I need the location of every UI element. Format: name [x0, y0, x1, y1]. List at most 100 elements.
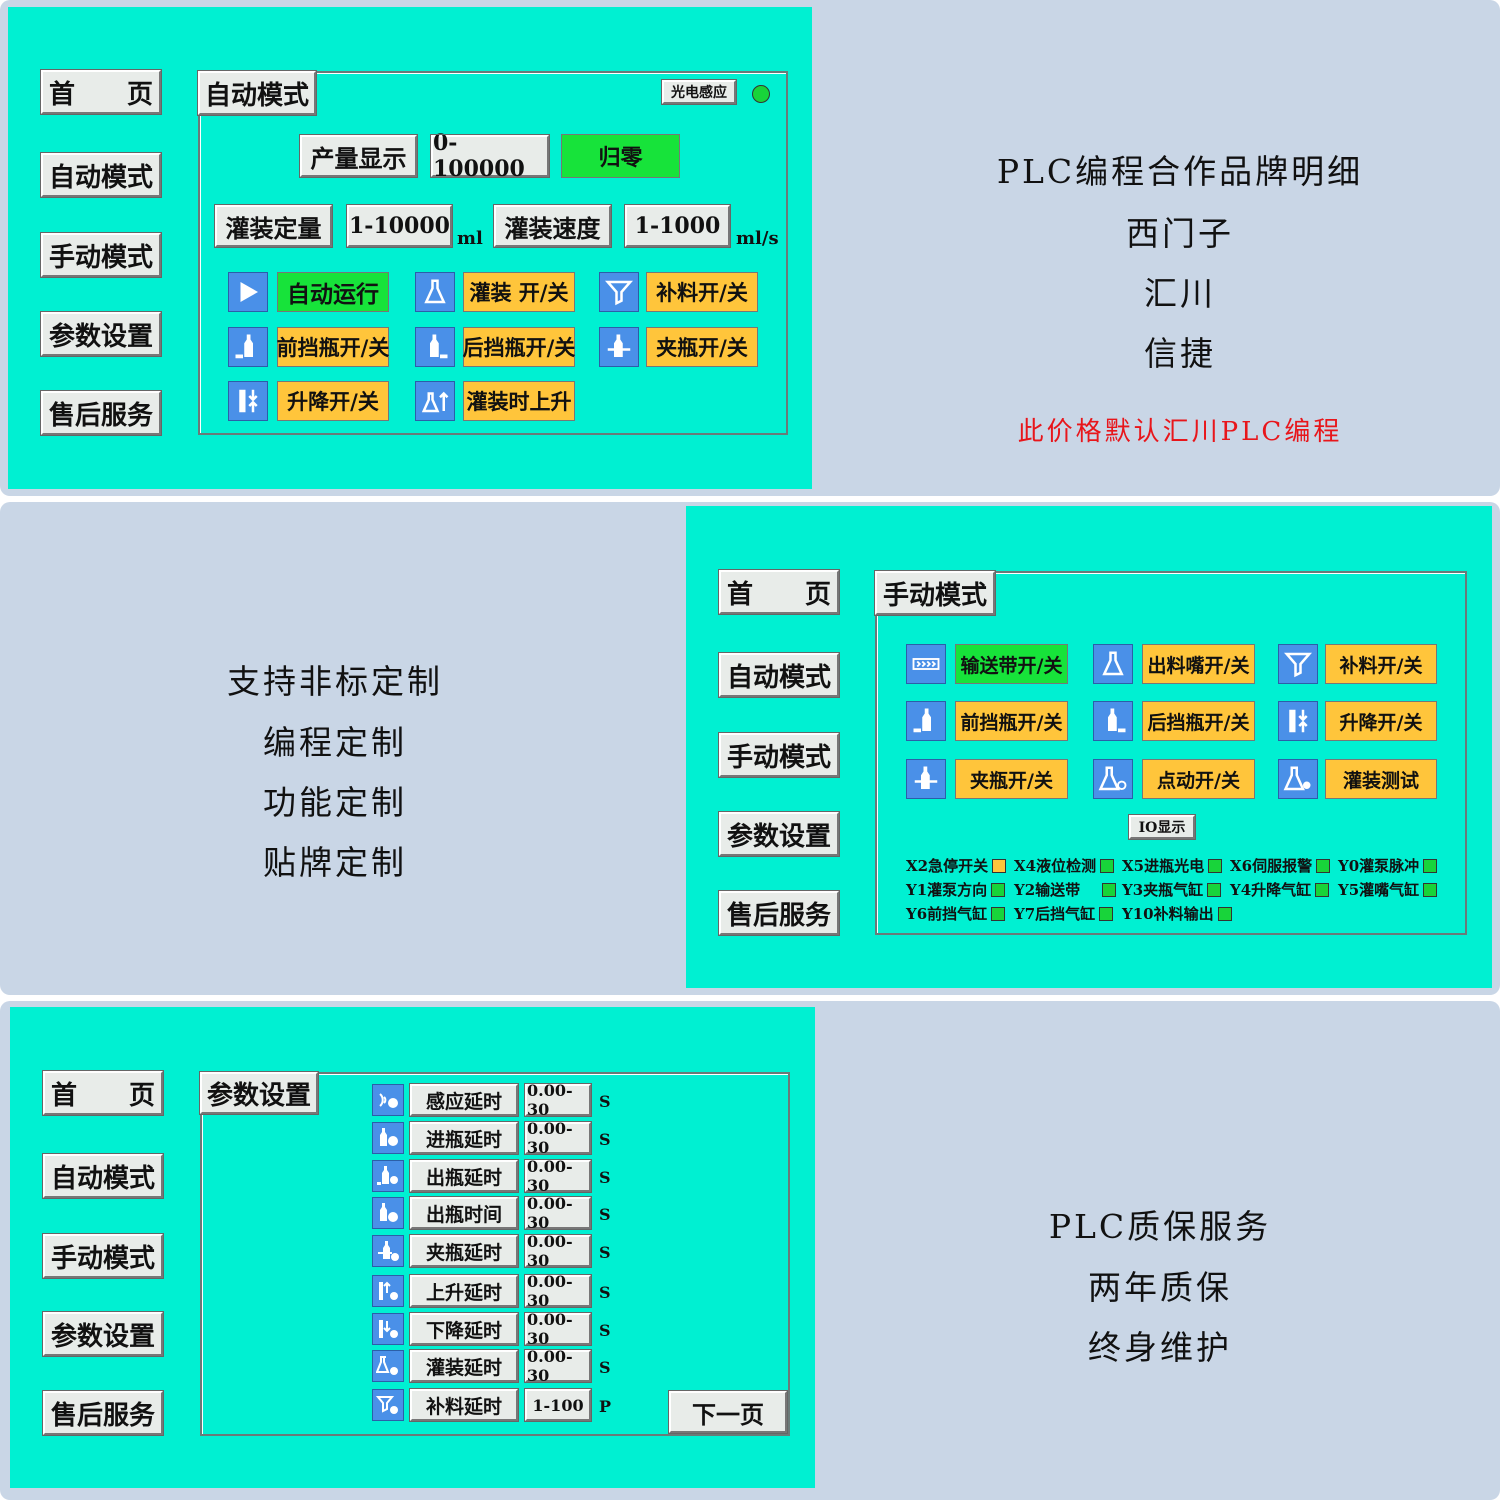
- rise-delay-input[interactable]: 0.00-30: [524, 1272, 592, 1310]
- bottle-out-time-unit: S: [599, 1205, 611, 1224]
- custom-info: 支持非标定制 编程定制 功能定制 贴牌定制: [135, 655, 535, 895]
- io-led: [1217, 906, 1232, 921]
- reset-button[interactable]: 归零: [561, 134, 680, 178]
- fill-test-button[interactable]: 灌装测试: [1325, 759, 1437, 799]
- fill-delay-input[interactable]: 0.00-30: [524, 1347, 592, 1385]
- fill-delay-icon: [372, 1350, 404, 1382]
- fill-rise-button[interactable]: 灌装时上升: [463, 381, 575, 421]
- fall-delay-input[interactable]: 0.00-30: [524, 1310, 592, 1348]
- funnel-icon: [599, 272, 639, 312]
- feed-delay-icon: [372, 1389, 404, 1421]
- page-title: 参数设置: [199, 1071, 319, 1115]
- nav-home-button[interactable]: 首 页: [42, 1070, 164, 1116]
- fill-delay-label: 灌装延时: [409, 1349, 519, 1383]
- rise-delay-icon: [372, 1275, 404, 1307]
- io-y10: Y10补料输出: [1122, 903, 1232, 924]
- param-settings-screen: 首 页 自动模式 手动模式 参数设置 售后服务 参数设置 感应延时 0.00-3…: [10, 1007, 815, 1488]
- nav-service-button[interactable]: 售后服务: [718, 890, 840, 936]
- feed-toggle-button[interactable]: 补料开/关: [1325, 644, 1437, 684]
- price-note: 此价格默认汇川PLC编程: [1017, 417, 1343, 447]
- custom-line-2: 编程定制: [263, 723, 407, 762]
- page-title: 手动模式: [874, 570, 996, 616]
- io-y1: Y1灌泵方向: [906, 879, 1006, 900]
- photo-sensor-label: 光电感应: [661, 79, 737, 105]
- io-led: [1102, 882, 1116, 897]
- nav-params-button[interactable]: 参数设置: [718, 811, 840, 857]
- flask-icon: [415, 272, 455, 312]
- fill-speed-input[interactable]: 1-1000: [624, 204, 731, 248]
- nav-params-button[interactable]: 参数设置: [40, 311, 162, 357]
- sensor-delay-input[interactable]: 0.00-30: [524, 1081, 592, 1119]
- rear-stop-toggle-button[interactable]: 后挡瓶开/关: [1142, 701, 1255, 741]
- nav-params-button[interactable]: 参数设置: [42, 1311, 164, 1357]
- io-led: [1423, 858, 1438, 873]
- io-x5: X5进瓶光电: [1122, 855, 1223, 876]
- io-led: [1208, 858, 1223, 873]
- nav-service-button[interactable]: 售后服务: [42, 1390, 164, 1436]
- flask-jog-icon: [1093, 759, 1133, 799]
- nav-manual-button[interactable]: 手动模式: [718, 732, 840, 778]
- feed-delay-unit: P: [599, 1397, 612, 1416]
- nav-home-button[interactable]: 首 页: [718, 569, 840, 615]
- io-led: [1315, 882, 1330, 897]
- manual-panel: [875, 571, 1467, 935]
- bottle-out-delay-input[interactable]: 0.00-30: [524, 1157, 592, 1195]
- nav-manual-button[interactable]: 手动模式: [42, 1233, 164, 1279]
- auto-run-button[interactable]: 自动运行: [277, 272, 389, 312]
- nozzle-toggle-button[interactable]: 出料嘴开/关: [1142, 644, 1255, 684]
- fill-amount-unit: ml: [457, 228, 483, 249]
- nav-auto-button[interactable]: 自动模式: [40, 152, 162, 198]
- io-y4: Y4升降气缸: [1230, 879, 1330, 900]
- fall-delay-icon: [372, 1313, 404, 1345]
- manual-mode-screen: 首 页 自动模式 手动模式 参数设置 售后服务 手动模式 输送带开/关 出料嘴开…: [686, 506, 1492, 988]
- clamp-toggle-button[interactable]: 夹瓶开/关: [646, 327, 758, 367]
- nav-auto-button[interactable]: 自动模式: [42, 1153, 164, 1199]
- bottle-out-time-input[interactable]: 0.00-30: [524, 1194, 592, 1232]
- lift-toggle-button[interactable]: 升降开/关: [277, 381, 389, 421]
- nav-manual-button[interactable]: 手动模式: [40, 232, 162, 278]
- io-display-label: IO显示: [1128, 814, 1196, 840]
- bottle-clamp-icon: [906, 759, 946, 799]
- bottle-in-delay-label: 进瓶延时: [409, 1121, 519, 1155]
- lift-icon: [1278, 701, 1318, 741]
- fill-toggle-button[interactable]: 灌装 开/关: [463, 272, 575, 312]
- clamp-delay-icon: [372, 1235, 404, 1267]
- feed-toggle-button[interactable]: 补料开/关: [646, 272, 758, 312]
- io-led: [991, 882, 1006, 897]
- clamp-delay-input[interactable]: 0.00-30: [524, 1232, 592, 1270]
- conveyor-icon: [906, 644, 946, 684]
- feed-delay-input[interactable]: 1-100: [524, 1388, 592, 1422]
- nav-service-button[interactable]: 售后服务: [40, 390, 162, 436]
- custom-line-1: 支持非标定制: [227, 662, 443, 701]
- fill-amount-input[interactable]: 1-10000: [346, 204, 453, 248]
- sensor-delay-label: 感应延时: [409, 1083, 519, 1117]
- nav-home-button[interactable]: 首 页: [40, 69, 162, 115]
- clamp-toggle-button[interactable]: 夹瓶开/关: [955, 759, 1068, 799]
- rear-stop-toggle-button[interactable]: 后挡瓶开/关: [463, 327, 575, 367]
- fill-amount-label: 灌装定量: [214, 204, 333, 248]
- io-led: [1100, 858, 1115, 873]
- front-stop-toggle-button[interactable]: 前挡瓶开/关: [955, 701, 1068, 741]
- rise-delay-unit: S: [599, 1283, 611, 1302]
- flask-test-icon: [1278, 759, 1318, 799]
- jog-toggle-button[interactable]: 点动开/关: [1142, 759, 1255, 799]
- clamp-delay-label: 夹瓶延时: [409, 1234, 519, 1268]
- conveyor-toggle-button[interactable]: 输送带开/关: [955, 644, 1068, 684]
- io-x4: X4液位检测: [1014, 855, 1115, 876]
- next-page-button[interactable]: 下一页: [668, 1390, 788, 1434]
- nav-auto-button[interactable]: 自动模式: [718, 652, 840, 698]
- io-led: [1423, 882, 1438, 897]
- fill-speed-label: 灌装速度: [493, 204, 612, 248]
- page-title: 自动模式: [197, 70, 317, 116]
- bottle-in-delay-input[interactable]: 0.00-30: [524, 1119, 592, 1157]
- brand-info: PLC编程合作品牌明细 西门子 汇川 信捷 此价格默认汇川PLC编程: [955, 145, 1405, 465]
- bottle-out-time-label: 出瓶时间: [409, 1196, 519, 1230]
- lift-toggle-button[interactable]: 升降开/关: [1325, 701, 1437, 741]
- bottle-out-delay-unit: S: [599, 1168, 611, 1187]
- sensor-delay-icon: [372, 1084, 404, 1116]
- fill-delay-unit: S: [599, 1358, 611, 1377]
- front-stop-toggle-button[interactable]: 前挡瓶开/关: [277, 327, 389, 367]
- bottle-out-delay-label: 出瓶延时: [409, 1159, 519, 1193]
- nozzle-icon: [1093, 644, 1133, 684]
- fall-delay-label: 下降延时: [409, 1312, 519, 1346]
